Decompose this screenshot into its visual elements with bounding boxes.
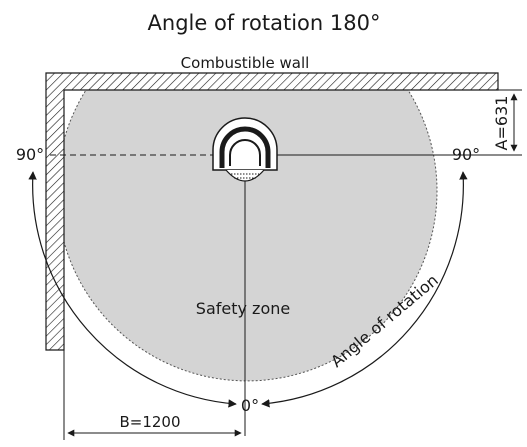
diagram-title: Angle of rotation 180° [148,11,381,35]
angle-bottom-label: 0° [241,396,259,415]
wall-label: Combustible wall [181,54,310,72]
safety-zone-label: Safety zone [196,299,290,318]
dimension-a-marker [476,89,522,156]
dimension-b-marker [63,350,242,440]
rotation-arc-right [261,171,468,408]
angle-right-label: 90° [452,145,480,164]
rotation-arc-left [28,171,237,408]
dimension-b-label: B=1200 [119,413,180,431]
angle-left-label: 90° [16,145,44,164]
dimension-a-label: A=631 [492,96,511,151]
